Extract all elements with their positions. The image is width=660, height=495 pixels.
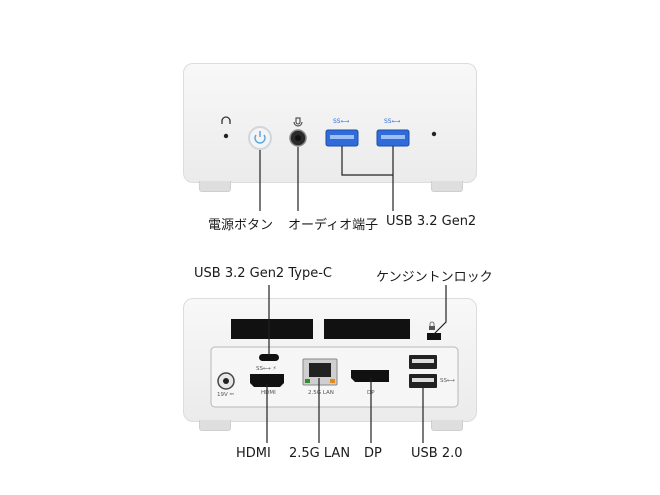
svg-text:SS⟷: SS⟷ — [333, 118, 350, 125]
label-hdmi: HDMI — [236, 446, 271, 461]
reset-hole — [223, 133, 229, 139]
label-usb-type-c: USB 3.2 Gen2 Type-C — [194, 266, 332, 281]
mic-icon — [293, 117, 303, 127]
headphone-icon — [221, 116, 231, 124]
lan-led-orange — [330, 379, 335, 383]
rear-foot-right — [431, 420, 463, 431]
vent-right — [324, 319, 410, 339]
kensington-slot — [427, 333, 441, 340]
label-audio-jack: オーディオ端子 — [288, 218, 379, 233]
label-power-button: 電源ボタン — [208, 218, 274, 233]
vent-left — [231, 319, 313, 339]
lan-led-green — [305, 379, 310, 383]
hdmi-small-label: HDMI — [261, 390, 276, 396]
rear-foot-left — [199, 420, 231, 431]
lock-icon — [429, 321, 435, 326]
displayport-port — [351, 370, 389, 382]
usb-c-port — [259, 354, 279, 361]
dc-in-small-label: 19V ⎓ — [217, 392, 234, 398]
svg-text:SS⟷: SS⟷ — [384, 118, 401, 125]
callout-kensington — [433, 285, 447, 335]
status-led — [431, 131, 437, 137]
label-lan: 2.5G LAN — [289, 446, 351, 461]
label-kensington-lock: ケンジントンロック — [376, 270, 493, 285]
power-button-ring — [248, 126, 272, 150]
front-case — [183, 63, 477, 183]
label-usb-3-2: USB 3.2 Gen2 — [386, 214, 477, 229]
label-usb-2-0: USB 2.0 — [411, 446, 463, 461]
callout-usb32 — [341, 146, 393, 176]
front-foot-left — [199, 181, 231, 192]
front-foot-right — [431, 181, 463, 192]
usb2-small-label: SS⟷ — [440, 378, 455, 384]
hdmi-port — [250, 374, 284, 387]
svg-text:SS⟷ ⚡: SS⟷ ⚡ — [256, 365, 277, 372]
lan-small-label: 2.5G LAN — [308, 390, 334, 396]
label-dp: DP — [364, 446, 382, 461]
power-icon — [254, 131, 266, 144]
